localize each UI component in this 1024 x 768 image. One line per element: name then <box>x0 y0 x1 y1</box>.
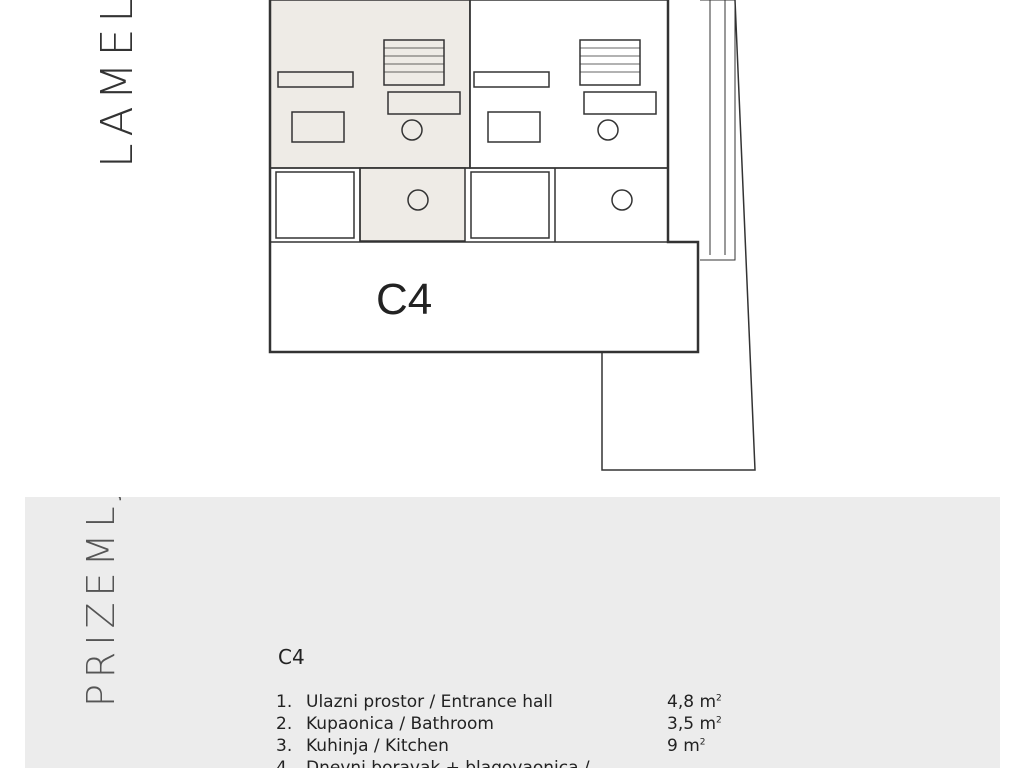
unit-neighbor-interior <box>469 0 669 169</box>
room-number: 2. <box>276 714 293 734</box>
kitchen-counter <box>473 71 550 88</box>
room-number: 3. <box>276 736 293 756</box>
room-area: 3,5 m2 <box>667 714 722 734</box>
sofa <box>583 91 657 115</box>
room-row: 1. Ulazni prostor / Entrance hall 4,8 m2 <box>276 692 736 714</box>
room-row: 3. Kuhinja / Kitchen 9 m2 <box>276 736 736 758</box>
walls <box>270 0 698 243</box>
planter <box>470 171 550 239</box>
planter <box>275 171 355 239</box>
room-number: 1. <box>276 692 293 712</box>
building-label: LAMEL <box>92 0 143 168</box>
room-number: 4. <box>276 758 293 768</box>
room-area: 4,8 m2 <box>667 692 722 712</box>
room-name: Ulazni prostor / Entrance hall <box>306 692 553 712</box>
sofa <box>387 91 461 115</box>
kitchen-counter <box>277 71 354 88</box>
floor-plan: C4 <box>268 0 756 471</box>
dining-table <box>291 111 345 143</box>
unit-label: C4 <box>376 275 432 324</box>
room-row: 2. Kupaonica / Bathroom 3,5 m2 <box>276 714 736 736</box>
room-row: 4. Dnevni boravak + blagovaonica / <box>276 758 736 768</box>
external-staircase <box>700 0 736 261</box>
site-boundary <box>601 0 756 471</box>
room-legend-panel: PRIZEMLJE C4 1. Ulazni prostor / Entrance… <box>25 497 1000 768</box>
legend-unit-title: C4 <box>278 645 305 669</box>
dining-table <box>487 111 541 143</box>
unit-c4-interior <box>269 0 471 169</box>
floor-label: PRIZEMLJE <box>79 497 123 707</box>
unit-c4-terrace <box>359 167 466 242</box>
room-name: Kupaonica / Bathroom <box>306 714 494 734</box>
room-name: Dnevni boravak + blagovaonica / <box>306 758 590 768</box>
stairs <box>579 39 641 86</box>
stairs <box>383 39 445 86</box>
room-name: Kuhinja / Kitchen <box>306 736 449 756</box>
room-area: 9 m2 <box>667 736 706 756</box>
